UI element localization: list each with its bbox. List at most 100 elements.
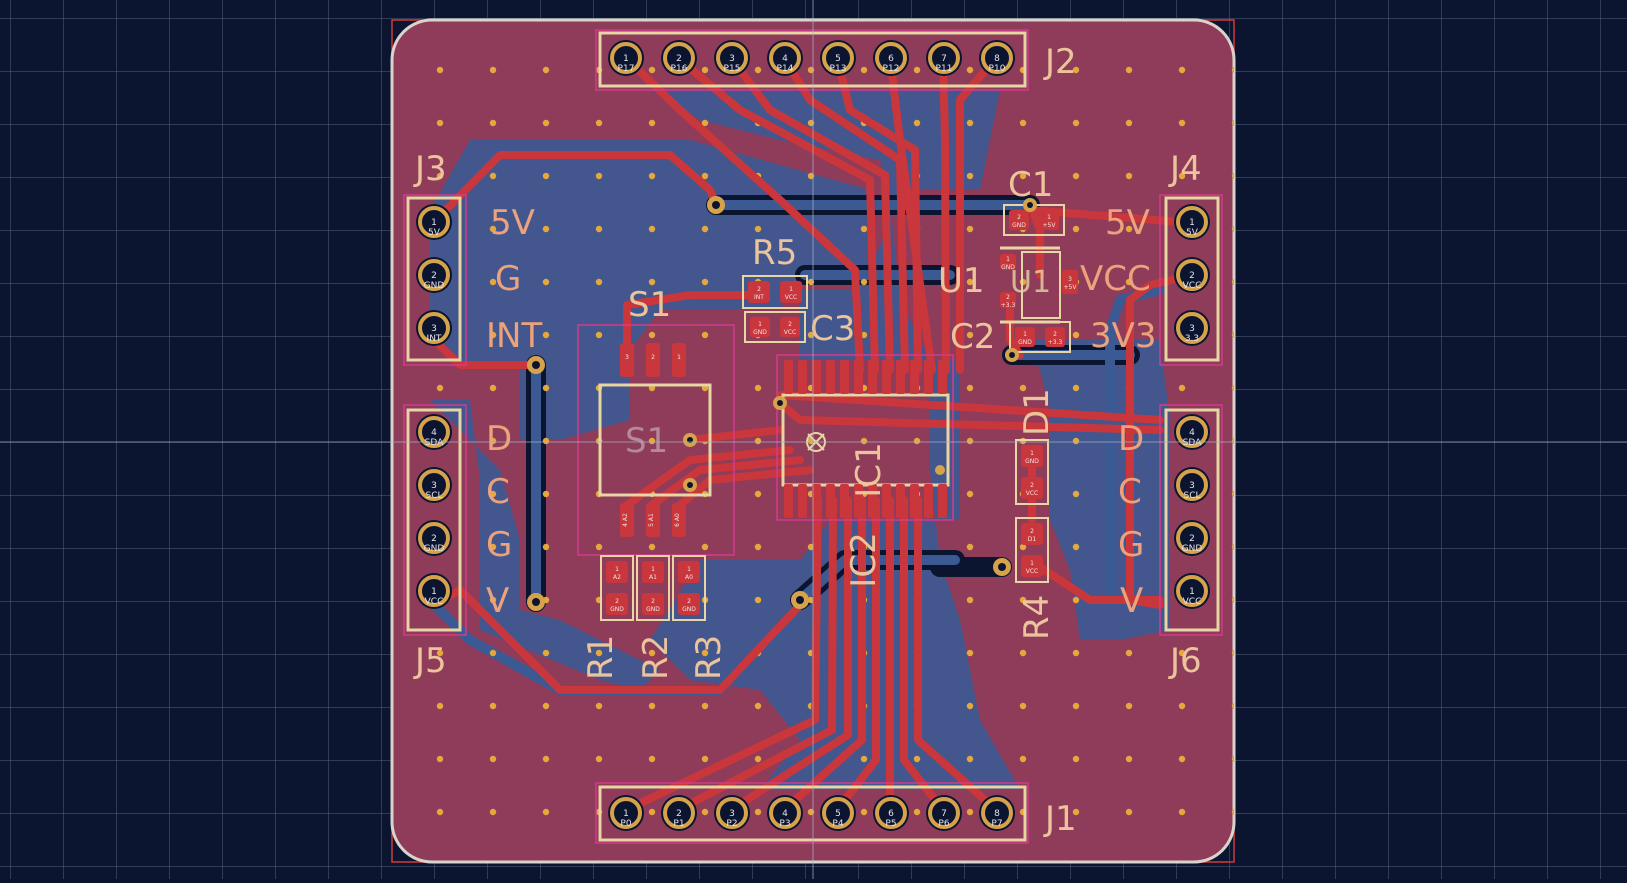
j1-pin-2[interactable]: 2P1 [661,795,697,831]
ic2-pad[interactable] [854,484,863,518]
ic2-pad[interactable] [896,484,905,518]
ic2-pad[interactable] [812,484,821,518]
ic2-pad[interactable] [882,484,891,518]
ic1-pad[interactable] [840,360,849,394]
r2-pad-1[interactable]: 1A1 [642,561,664,583]
ic1-pad[interactable] [868,360,877,394]
j1-pin-4[interactable]: 4P3 [767,795,803,831]
ic2-pad[interactable] [938,484,947,518]
ic2-pad[interactable] [798,484,807,518]
s1-pad-4[interactable]: 4 A2 [620,503,634,537]
c1-pad-1[interactable]: 1+5V [1039,210,1059,230]
u1-pad-3[interactable]: 3+5V [1062,270,1078,294]
ic2-pad[interactable] [826,484,835,518]
ic2-pad[interactable] [868,484,877,518]
ic2-pad[interactable] [910,484,919,518]
ic1-pad[interactable] [798,360,807,394]
s1-pad-2[interactable]: 2 [646,343,660,377]
ic1-pad[interactable] [882,360,891,394]
s1-pad-1[interactable]: 1 [672,343,686,377]
ic2-pad[interactable] [784,484,793,518]
ic1-pad[interactable] [784,360,793,394]
j1-pin-7[interactable]: 7P6 [926,795,962,831]
u1-pad-2[interactable]: 2+3.3 [1000,292,1016,309]
j1-pin-8[interactable]: 8P7 [979,795,1015,831]
j1-pin-6[interactable]: 6P5 [873,795,909,831]
ic1-pad[interactable] [826,360,835,394]
ic1-pad[interactable] [924,360,933,394]
r4-pad-2[interactable]: 2D1 [1021,523,1043,545]
j3-pin-1[interactable]: 15V [416,204,452,240]
s1-pad-5[interactable]: 5 A1 [646,503,660,537]
j1-pin-5[interactable]: 5P4 [820,795,856,831]
ic1-pad[interactable] [910,360,919,394]
j4-pin-1[interactable]: 15V [1174,204,1210,240]
j1-pin-3[interactable]: 3P2 [714,795,750,831]
ic1-footprint[interactable]: IC1 IC2 [784,360,947,588]
ic1-pad[interactable] [812,360,821,394]
s1-pad-3[interactable]: 3 [620,343,634,377]
c2-pad-2[interactable]: 2+3.3 [1045,327,1065,347]
ic2-pad[interactable] [924,484,933,518]
ic1-pad[interactable] [896,360,905,394]
s1-pad-6[interactable]: 6 A0 [672,503,686,537]
ic1-pad[interactable] [854,360,863,394]
j4-pin-3[interactable]: 33.3 [1174,310,1210,346]
r3-pad-1[interactable]: 1A0 [678,561,700,583]
ic2-pad[interactable] [840,484,849,518]
r1-pad-1[interactable]: 1A2 [606,561,628,583]
j1-pin-1[interactable]: 1P0 [608,795,644,831]
ic1-pad[interactable] [938,360,947,394]
